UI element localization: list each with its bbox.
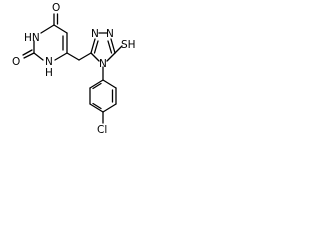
bond	[40, 24, 55, 34]
bond	[102, 79, 117, 89]
bond	[110, 38, 116, 54]
atom-labels: O HN O N H N N SH N Cl	[12, 2, 136, 136]
triazole-ring-bonds	[90, 32, 123, 81]
methylene-linker-bonds	[66, 52, 92, 61]
atom-label-chlorine: Cl	[97, 124, 107, 136]
bond	[90, 52, 100, 62]
bond	[107, 40, 113, 54]
bond	[54, 52, 68, 61]
atom-label-h-lower: H	[45, 67, 53, 79]
bond	[22, 49, 33, 56]
molecule-structure-svg: O HN O N H N N SH N Cl	[12, 2, 136, 136]
molecule-diagram: O HN O N H N N SH N Cl	[0, 0, 156, 147]
bond	[33, 52, 44, 61]
bond	[90, 38, 96, 54]
bond	[93, 40, 99, 54]
bond	[23, 52, 35, 59]
bond	[92, 82, 102, 90]
bond	[89, 79, 104, 89]
pyrimidine-ring-bonds	[22, 13, 68, 61]
atom-label-n-triazole-right: N	[106, 28, 114, 40]
bond	[89, 103, 104, 113]
bond	[78, 52, 92, 61]
atom-label-nh-upper: HN	[24, 32, 40, 44]
atom-label-n-triazole-left: N	[91, 28, 99, 40]
bond	[102, 103, 117, 113]
atom-label-oxygen-top: O	[52, 2, 60, 14]
bond	[92, 102, 102, 110]
chlorophenyl-ring-bonds	[89, 79, 117, 124]
bond	[114, 45, 123, 54]
atom-label-sh: SH	[121, 39, 136, 51]
bond	[106, 52, 116, 62]
atom-label-n-triazole-bottom: N	[99, 58, 107, 70]
atom-label-n-lower: N	[45, 56, 53, 68]
bond	[53, 24, 68, 34]
atom-label-oxygen-left: O	[12, 56, 20, 68]
bond	[66, 52, 80, 61]
